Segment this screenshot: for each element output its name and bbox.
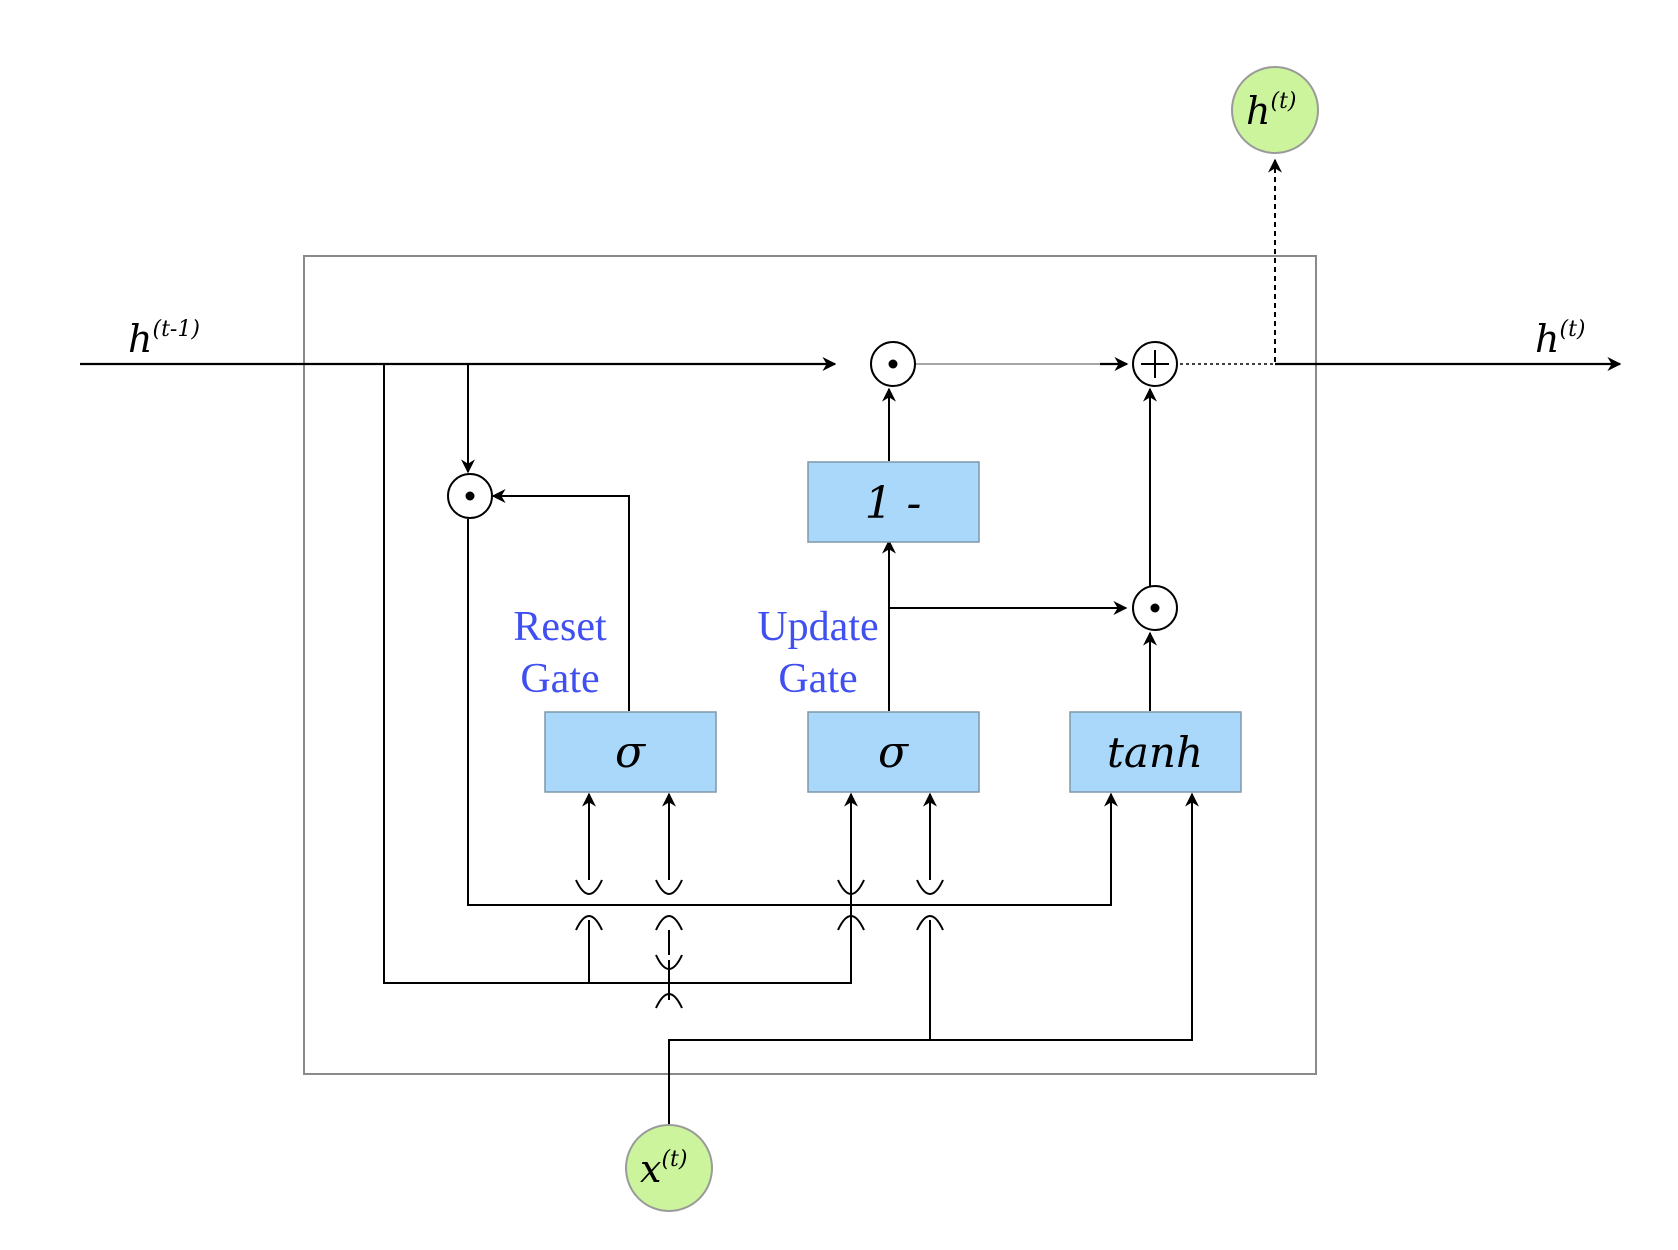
svg-text:h(t): h(t) bbox=[1246, 89, 1297, 133]
one-minus-box: 1 - bbox=[807, 461, 980, 543]
add-op bbox=[1132, 341, 1178, 387]
reset-gate-label-line1: Reset bbox=[513, 604, 607, 650]
h-out-node: h(t) bbox=[1231, 66, 1319, 154]
update-sigma-box: σ bbox=[807, 711, 980, 793]
update-gate-label-line1: Update bbox=[757, 604, 878, 650]
top-multiply-op bbox=[870, 341, 916, 387]
connections bbox=[383, 364, 1199, 1124]
candidate-multiply-op bbox=[1132, 585, 1178, 631]
tanh-box: tanh bbox=[1069, 711, 1242, 793]
h-out-right-label: h(t) bbox=[1535, 317, 1586, 361]
reset-sigma-box: σ bbox=[544, 711, 717, 793]
x-input-node: x(t) bbox=[625, 1124, 713, 1212]
reset-multiply-op bbox=[447, 473, 493, 519]
svg-text:h(t-1): h(t-1) bbox=[128, 317, 200, 361]
h-prev-label: h(t-1) bbox=[128, 317, 200, 361]
update-sigma-label: σ bbox=[878, 727, 910, 778]
reset-sigma-label: σ bbox=[615, 727, 647, 778]
svg-text:x(t): x(t) bbox=[640, 1147, 687, 1191]
svg-text:h(t): h(t) bbox=[1535, 317, 1586, 361]
cell-frame bbox=[303, 255, 1317, 1075]
tanh-label: tanh bbox=[1107, 728, 1203, 777]
reset-gate-label-line2: Gate bbox=[520, 656, 599, 702]
update-gate-label-line2: Gate bbox=[778, 656, 857, 702]
one-minus-label: 1 - bbox=[865, 478, 922, 529]
line-crossings bbox=[575, 879, 944, 1009]
